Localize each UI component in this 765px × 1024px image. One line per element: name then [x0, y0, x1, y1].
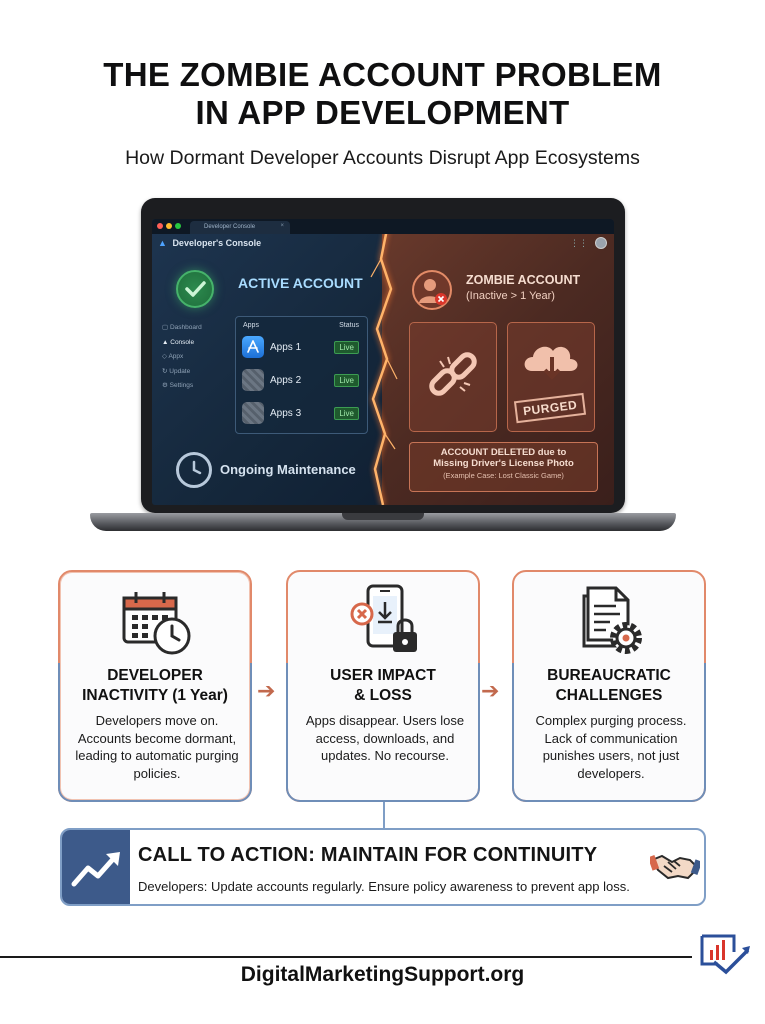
trend-up-icon-box — [62, 830, 130, 904]
card-bureaucratic-challenges: BUREAUCRATIC CHALLENGES Complex purging … — [512, 570, 706, 803]
tab-close-icon[interactable]: × — [280, 223, 284, 229]
check-icon — [176, 270, 214, 308]
close-dot-icon[interactable] — [157, 223, 163, 229]
status-badge: Live — [334, 374, 359, 387]
zombie-user-icon — [412, 270, 452, 310]
page-title: THE ZOMBIE ACCOUNT PROBLEM IN APP DEVELO… — [0, 56, 765, 132]
cta-title: CALL TO ACTION: MAINTAIN FOR CONTINUITY — [138, 844, 598, 866]
card-user-impact: USER IMPACT & LOSS Apps disappear. Users… — [286, 570, 480, 803]
nav-item-update[interactable]: ↻ Update — [162, 367, 191, 375]
nav-item-settings[interactable]: ⚙ Settings — [162, 382, 194, 389]
card-title: BUREAUCRATIC CHALLENGES — [514, 666, 704, 706]
app-name: Apps 2 — [270, 375, 302, 386]
footer-divider — [0, 956, 692, 958]
laptop-base — [90, 513, 676, 531]
card-title: USER IMPACT & LOSS — [288, 666, 478, 706]
app-placeholder-icon — [242, 402, 264, 424]
browser-tab-label: Developer Console — [204, 224, 256, 230]
calendar-clock-icon — [122, 592, 191, 655]
card-title-line-1: BUREAUCRATIC — [547, 667, 671, 684]
app-row[interactable]: Apps 1 Live — [242, 335, 363, 361]
analytics-logo-icon — [700, 934, 750, 975]
status-badge: Live — [334, 407, 359, 420]
zombie-account-title: ZOMBIE ACCOUNT — [466, 273, 581, 287]
cta-body: Developers: Update accounts regularly. E… — [138, 879, 630, 894]
card-title-line-2: & LOSS — [354, 687, 412, 704]
apps-panel: Apps Status Apps 1 Live Apps 2 Live Apps… — [235, 316, 368, 434]
footer-site-name[interactable]: DigitalMarketingSupport.org — [240, 963, 525, 986]
card-developer-inactivity: DEVELOPER INACTIVITY (1 Year) Developers… — [58, 570, 252, 803]
broken-link-icon — [429, 352, 477, 396]
console-header: ▲ Developer's Console — [158, 238, 261, 248]
card-body: Apps disappear. Users lose access, downl… — [305, 713, 465, 763]
maximize-dot-icon[interactable] — [175, 223, 181, 229]
card-title-line-1: DEVELOPER — [107, 667, 203, 684]
app-row[interactable]: Apps 2 Live — [242, 368, 363, 394]
app-name: Apps 3 — [270, 408, 302, 419]
nav-item-appx[interactable]: ◇ Appx — [162, 353, 184, 360]
maintenance-label: Ongoing Maintenance — [220, 462, 356, 477]
card-title-line-2: CHALLENGES — [555, 687, 663, 704]
card-title: DEVELOPER INACTIVITY (1 Year) — [60, 666, 250, 706]
app-placeholder-icon — [242, 369, 264, 391]
status-column-header: Status — [339, 322, 359, 329]
avatar[interactable] — [595, 237, 607, 249]
deleted-line-1: ACCOUNT DELETED due to — [440, 447, 567, 458]
card-body: Complex purging process. Lack of communi… — [535, 713, 687, 781]
laptop-notch — [342, 513, 424, 520]
window-titlebar: Developer Console × — [152, 219, 614, 234]
cloud-download-icon — [524, 346, 578, 380]
card-body: Developers move on. Accounts become dorm… — [75, 713, 239, 781]
clock-icon — [176, 452, 212, 488]
app-row[interactable]: Apps 3 Live — [242, 401, 363, 427]
browser-tab[interactable]: Developer Console × — [190, 221, 290, 234]
laptop-screen: Developer Console × ▲ Developer's Consol… — [152, 219, 614, 505]
call-to-action-banner: CALL TO ACTION: MAINTAIN FOR CONTINUITY … — [60, 828, 706, 906]
deleted-line-3: (Example Case: Lost Classic Game) — [443, 471, 564, 480]
connector-line — [383, 802, 385, 828]
zombie-account-subtitle: (Inactive > 1 Year) — [466, 290, 555, 302]
page-subtitle: How Dormant Developer Accounts Disrupt A… — [125, 147, 640, 169]
broken-link-box — [409, 322, 497, 432]
app-store-icon — [242, 336, 264, 358]
handshake-icon — [650, 854, 700, 880]
side-nav: ▢ Dashboard ▲ Console ◇ Appx ↻ Update ⚙ … — [162, 321, 202, 394]
nav-item-console[interactable]: ▲ Console — [162, 338, 195, 346]
app-name: Apps 1 — [270, 342, 302, 353]
card-title-line-1: USER IMPACT — [330, 667, 436, 684]
status-badge: Live — [334, 341, 359, 354]
title-line-2: IN APP DEVELOPMENT — [195, 94, 570, 131]
card-title-line-2: INACTIVITY (1 Year) — [82, 687, 228, 704]
purged-box: PURGED — [507, 322, 595, 432]
active-account-title: ACTIVE ACCOUNT — [238, 275, 363, 291]
minimize-dot-icon[interactable] — [166, 223, 172, 229]
apps-column-header: Apps — [243, 322, 259, 329]
lightning-crack-icon — [370, 219, 398, 505]
console-header-title: Developer's Console — [172, 238, 262, 248]
arrow-right-icon: ➔ — [481, 678, 500, 703]
arrow-right-icon: ➔ — [257, 678, 276, 703]
grid-menu-icon[interactable]: ⋮⋮ — [570, 238, 588, 248]
deleted-line-2: Missing Driver's License Photo — [433, 458, 574, 469]
document-gear-icon — [582, 586, 642, 654]
trend-up-icon — [71, 852, 120, 887]
account-deleted-notice: ACCOUNT DELETED due to Missing Driver's … — [409, 442, 598, 492]
phone-lock-icon — [350, 584, 417, 652]
app-store-logo-icon: ▲ — [158, 238, 167, 248]
nav-item-dashboard[interactable]: ▢ Dashboard — [162, 324, 202, 331]
title-line-1: THE ZOMBIE ACCOUNT PROBLEM — [103, 56, 662, 93]
